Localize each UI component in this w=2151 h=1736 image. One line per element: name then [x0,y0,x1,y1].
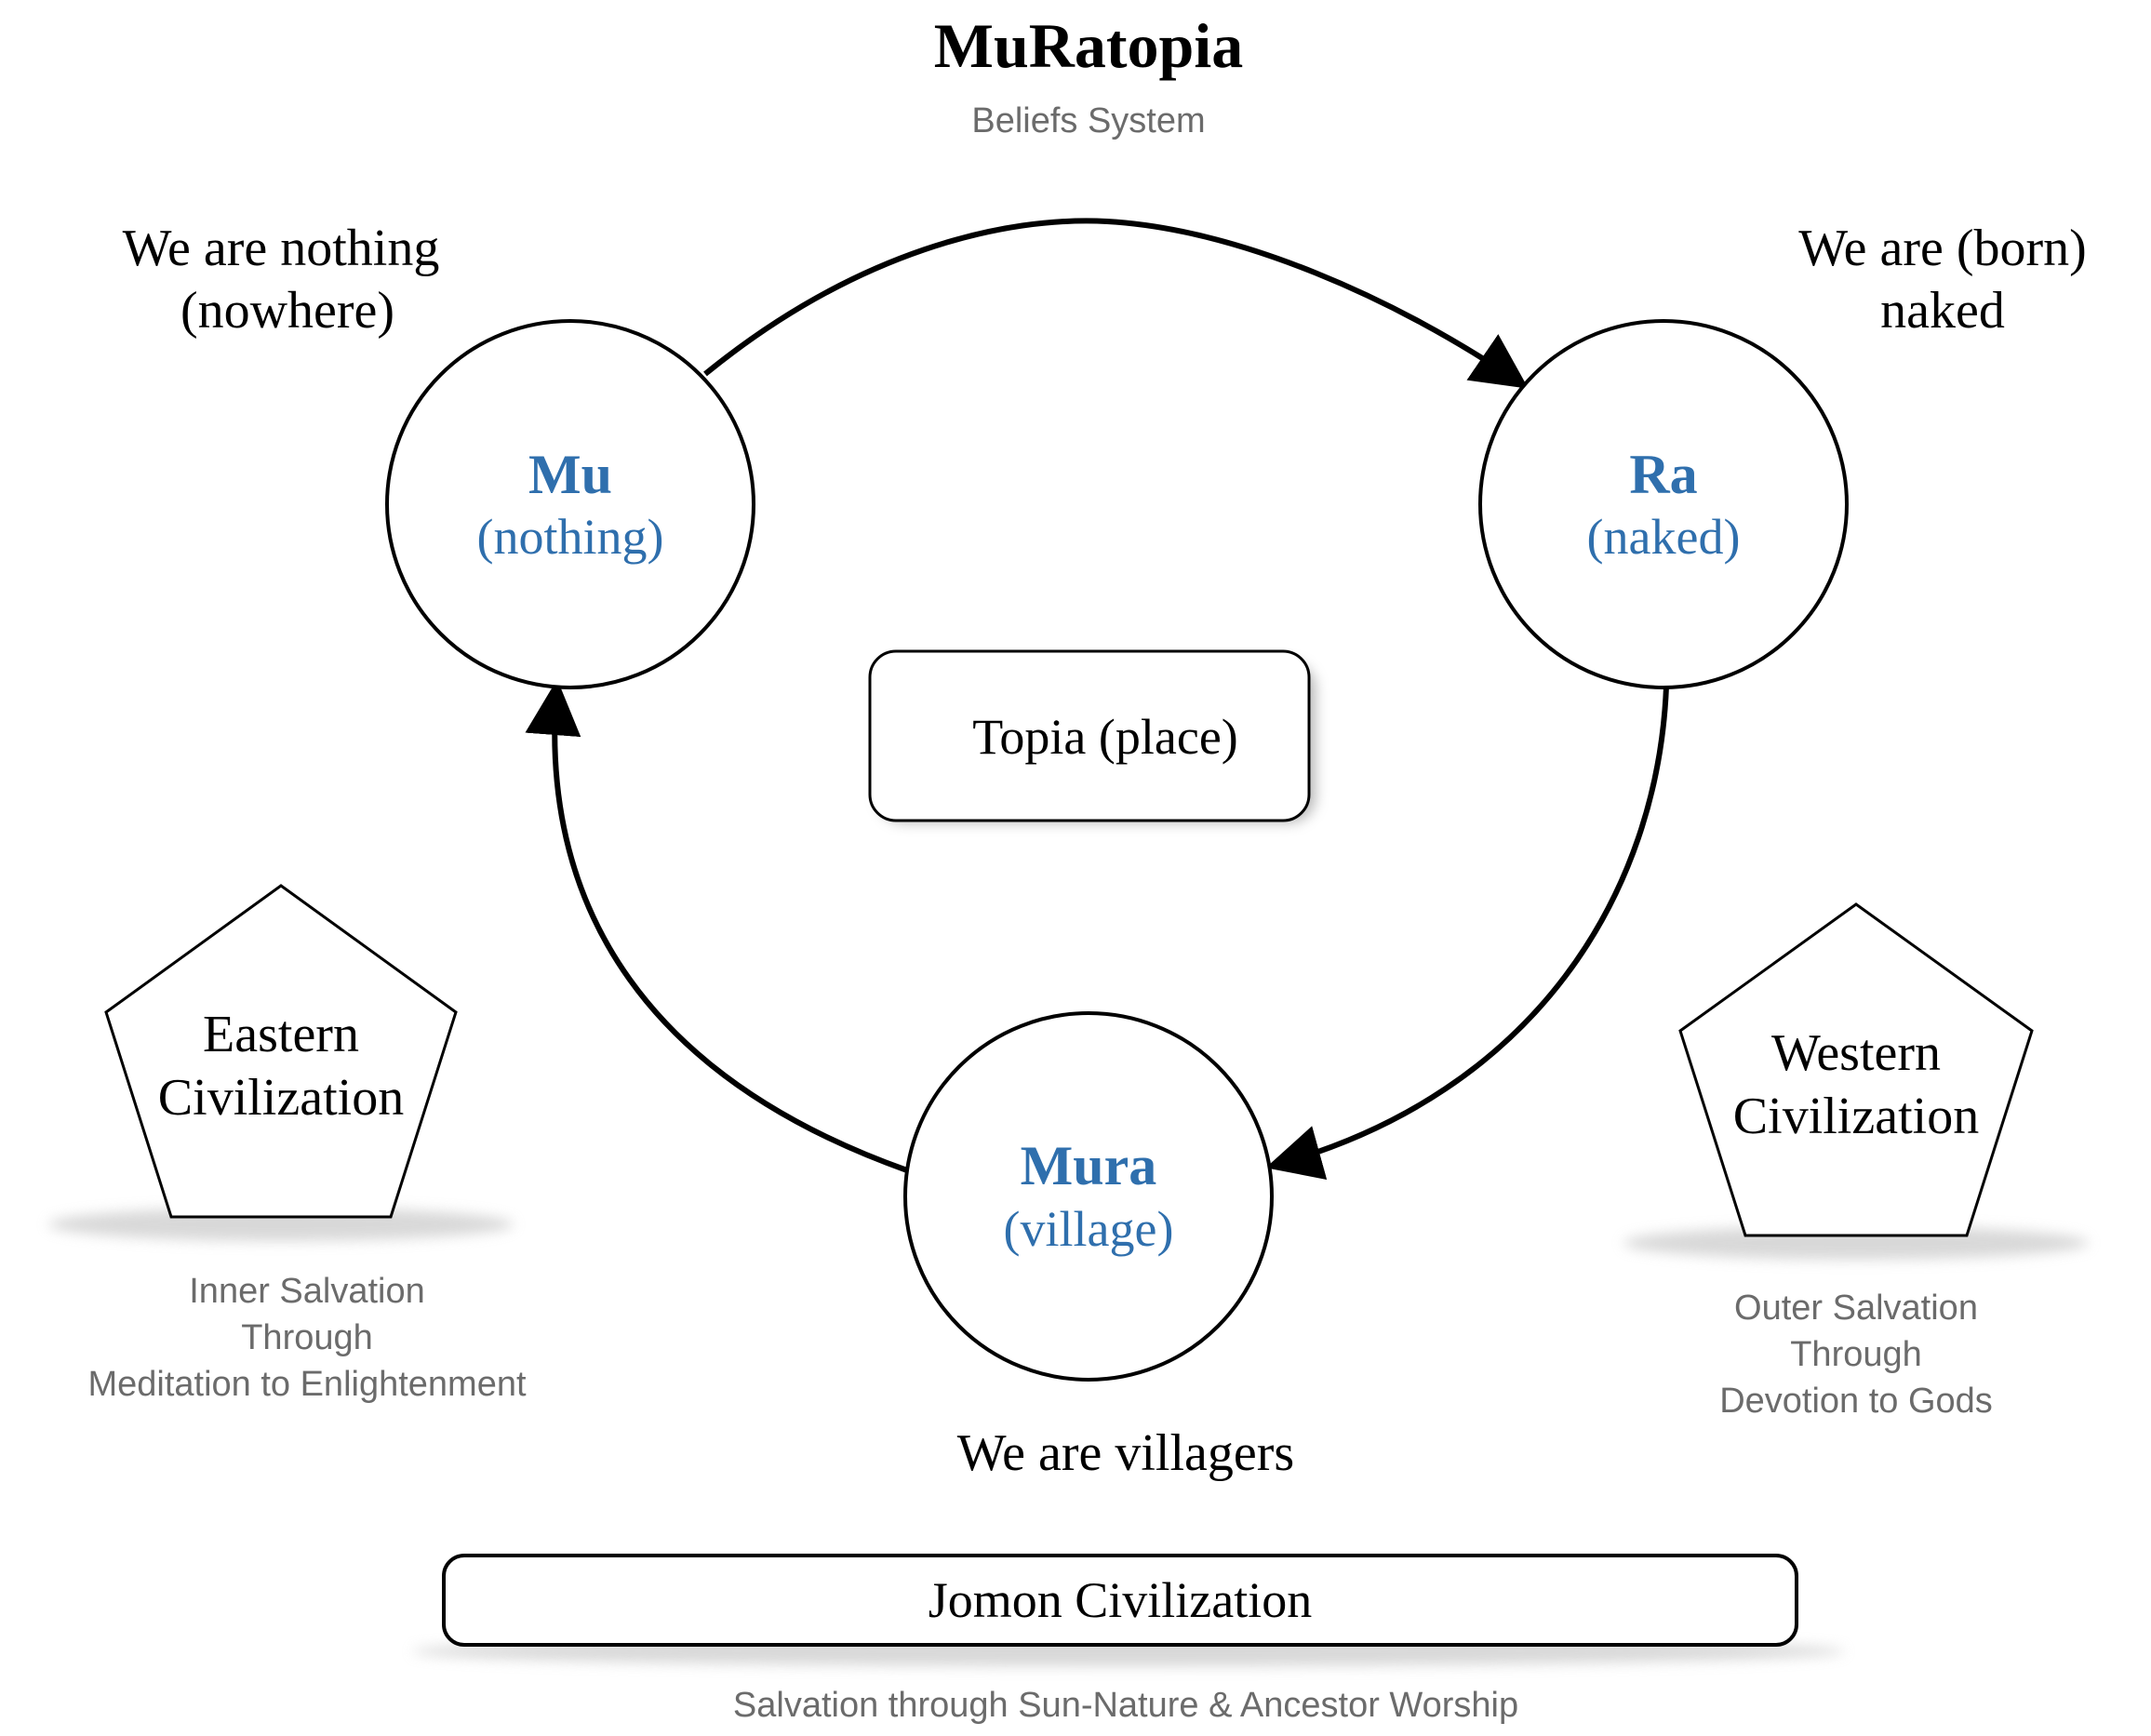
arrow-mu-to-ra [703,218,1529,389]
western-civilization: Western Civilization Outer Salvation Thr… [1623,902,2089,1421]
jomon-label: Jomon Civilization [929,1572,1313,1628]
eastern-note-line-1: Inner Salvation [189,1272,425,1311]
caption-mura: We are villagers [957,1424,1294,1482]
eastern-civilization: Eastern Civilization Inner Salvation Thr… [48,884,527,1404]
eastern-note-line-3: Meditation to Enlightenment [87,1365,527,1404]
western-note-line-1: Outer Salvation [1734,1289,1978,1328]
eastern-label-line-2: Civilization [158,1069,404,1127]
jomon-civilization: Jomon Civilization Salvation through Sun… [412,1554,1845,1725]
caption-ra-line-2: naked [1880,282,2005,340]
node-ra-meaning: (naked) [1587,509,1741,565]
caption-mu-line-1: We are nothing [123,220,440,277]
page-subtitle: Beliefs System [971,101,1205,140]
western-shadow [1623,1226,2089,1260]
arrow-ra-to-mura [1265,686,1669,1181]
eastern-note-line-2: Through [241,1318,373,1357]
arrow-mura-to-mu [525,679,909,1173]
caption-mu-line-2: (nowhere) [180,282,394,340]
node-ra-circle [1478,319,1849,689]
node-mura-circle [903,1011,1274,1382]
western-label-line-2: Civilization [1733,1088,1979,1145]
node-mu: Mu (nothing) [385,319,755,689]
node-mu-meaning: (nothing) [477,509,664,565]
topia-label: Topia (place) [972,709,1238,765]
node-ra-name: Ra [1629,444,1697,505]
western-pentagon [1678,902,2034,1237]
node-mura-name: Mura [1021,1135,1157,1196]
western-note-line-3: Devotion to Gods [1719,1382,1993,1421]
eastern-shadow [48,1208,514,1241]
node-mu-name: Mu [528,444,612,505]
topia-box: Topia (place) [868,649,1316,822]
jomon-bar [442,1554,1798,1647]
topia-box-frame [868,649,1311,822]
eastern-label-line-1: Eastern [203,1006,359,1063]
cycle-arrows [525,218,1669,1181]
jomon-note: Salvation through Sun-Nature & Ancestor … [733,1686,1518,1725]
western-note-line-2: Through [1790,1335,1922,1374]
node-ra: Ra (naked) [1478,319,1849,689]
western-label-line-1: Western [1771,1024,1941,1082]
node-mu-circle [385,319,755,689]
node-mura: Mura (village) [903,1011,1274,1382]
caption-ra-line-1: We are (born) [1798,220,2087,277]
node-mura-meaning: (village) [1004,1201,1174,1257]
eastern-pentagon [104,884,458,1219]
page-title: MuRatopia [934,10,1243,81]
